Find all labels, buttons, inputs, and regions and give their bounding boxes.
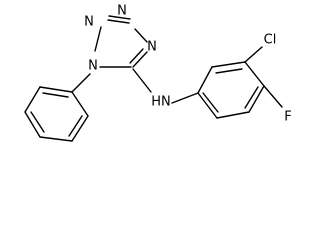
bond-n2-n3-double xyxy=(108,15,131,20)
bond-ring-cl xyxy=(244,46,263,63)
bond-ph-4 xyxy=(39,136,73,142)
bond-ph-5 xyxy=(71,115,89,142)
bond-nh-ring xyxy=(171,92,199,104)
phenyl-ring xyxy=(24,73,91,142)
atom-n-bottom: N xyxy=(88,59,98,74)
atom-nh: HN xyxy=(151,95,171,110)
bond-c5-nh xyxy=(132,68,152,93)
bond-hp-double-1 xyxy=(215,68,243,74)
atom-n-right: N xyxy=(147,40,157,55)
bond-hp-3 xyxy=(244,61,265,87)
bond-ph-double-3 xyxy=(68,115,83,137)
bond-hp-4 xyxy=(248,85,265,113)
atom-f: F xyxy=(284,110,291,125)
bond-ph-double-1 xyxy=(42,92,69,98)
bond-ring-f xyxy=(263,85,283,108)
tetrazole-ring xyxy=(94,15,148,68)
bond-n4-c5-double xyxy=(129,48,144,64)
bond-hp-2 xyxy=(211,61,246,68)
bond-n1-phenyl xyxy=(71,73,91,93)
bond-n3-n4 xyxy=(134,28,148,43)
halophenyl-ring xyxy=(171,46,283,119)
bond-hp-6 xyxy=(197,92,218,119)
bond-ph-1 xyxy=(39,86,73,93)
bond-ph-3 xyxy=(24,111,41,138)
atom-n-left: N xyxy=(84,15,94,30)
bond-n2-n3 xyxy=(107,19,130,24)
atom-cl: Cl xyxy=(264,33,277,48)
bond-hp-double-3 xyxy=(202,92,219,113)
bond-ph-double-2 xyxy=(30,111,45,133)
bond-ph-6 xyxy=(71,91,89,117)
chemical-structure-diagram: N N N N HN Cl F xyxy=(24,4,292,142)
bond-hp-double-2 xyxy=(244,86,259,109)
bond-hp-1 xyxy=(197,66,213,94)
bond-n4-c5 xyxy=(132,51,148,68)
bond-n1-n2 xyxy=(94,26,102,52)
atom-n-top: N xyxy=(117,4,127,19)
bond-hp-5 xyxy=(216,111,250,119)
bond-ph-2 xyxy=(24,86,41,113)
